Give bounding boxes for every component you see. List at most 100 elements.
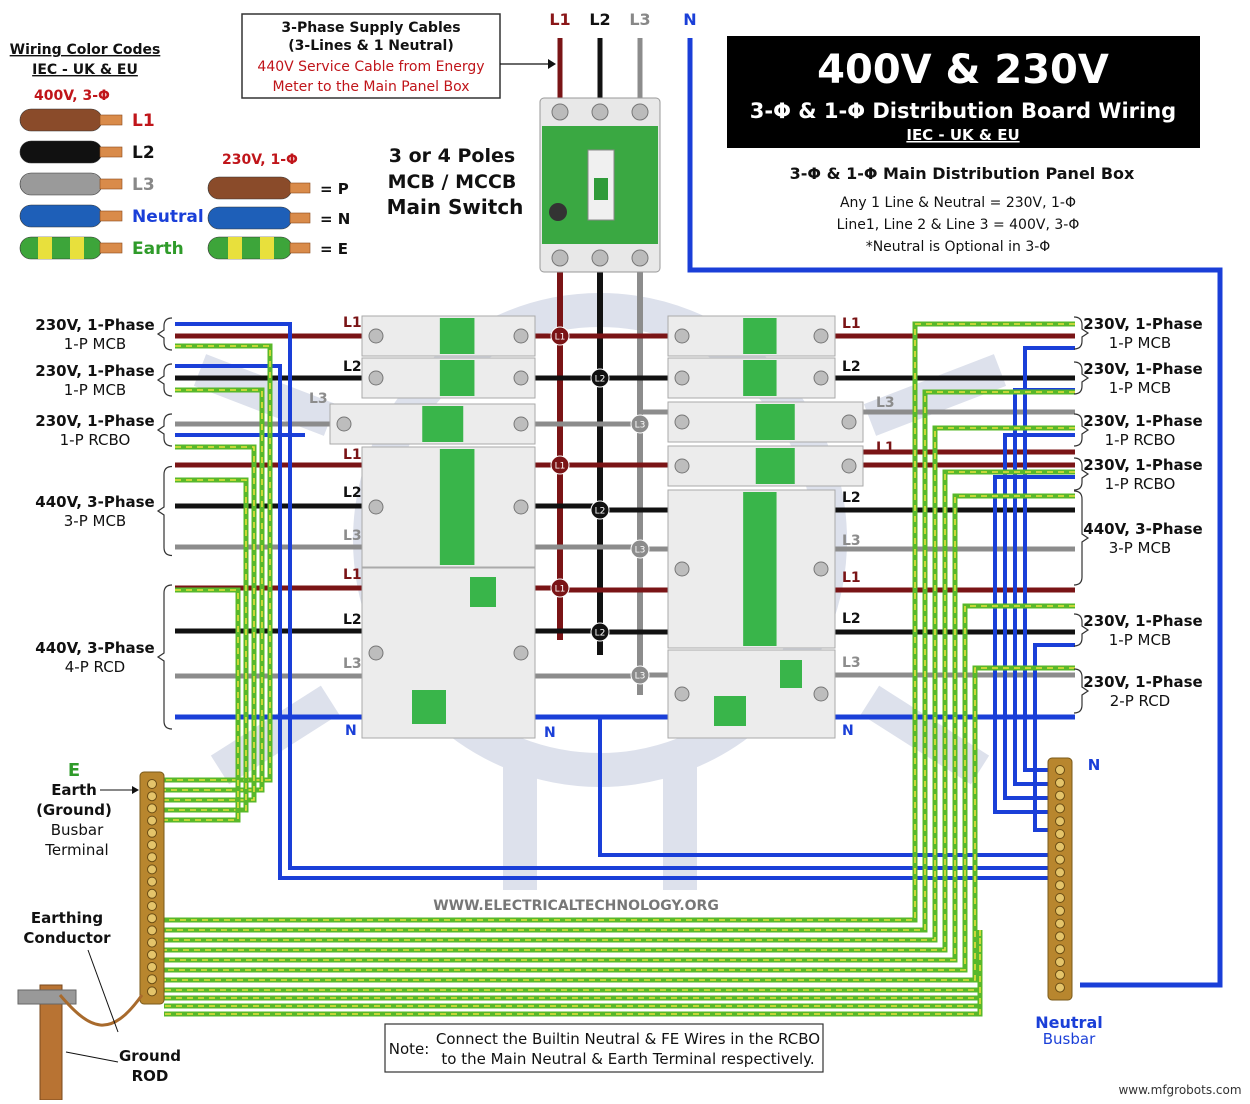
- junction-l2-7: [590, 622, 610, 642]
- right-2p-rcd[interactable]: [667, 649, 836, 739]
- legend-single-wire-label-1: = P: [320, 180, 349, 198]
- neutral-busbar-n: N: [1088, 756, 1101, 774]
- right-circuit-volt-2: 230V, 1-Phase: [1083, 360, 1202, 378]
- right-circuit-type-6: 1-P MCB: [1109, 631, 1171, 649]
- left-4p-rcd[interactable]: [361, 567, 536, 739]
- junction-l1-0: [550, 326, 570, 346]
- earth-screw-17: [147, 986, 157, 997]
- legend-wire-3: L3: [19, 172, 155, 196]
- neutral-screw-7: [1055, 854, 1065, 865]
- circuit-labels: L1L2L3L1L2L3L1L2L3NL1L2L3L1L2L3L1L2L3NN2…: [35, 315, 1202, 741]
- junction-l3-5: [630, 539, 650, 559]
- right-brace-3: [1073, 413, 1090, 447]
- right-circuit-type-1: 1-P MCB: [1109, 334, 1171, 352]
- left-3p-mcb[interactable]: [361, 446, 536, 568]
- neutral-screw-0: [1055, 765, 1065, 775]
- supply-label-l2: L2: [589, 10, 610, 29]
- right-neutral-3: [1003, 433, 1075, 800]
- right-mcb-1[interactable]: [667, 315, 836, 357]
- right-circuit-volt-6: 230V, 1-Phase: [1083, 612, 1202, 630]
- right-neutral-4: [993, 475, 1075, 814]
- junction-label-8: L3: [635, 672, 646, 682]
- right-circuit-volt-1: 230V, 1-Phase: [1083, 315, 1202, 333]
- legend-single-wire-2: = N: [207, 206, 350, 230]
- right-circuit-type-3: 1-P RCBO: [1105, 431, 1176, 449]
- junction-label-3: L1: [555, 462, 566, 472]
- junction-label-1: L2: [595, 375, 606, 385]
- right-earth-2: [164, 389, 1075, 933]
- title-main: 400V & 230V: [817, 47, 1109, 93]
- right-wire-tag-0: L1: [842, 316, 861, 332]
- left-neutral-2: [175, 364, 1048, 880]
- neutral-screw-13: [1055, 931, 1065, 942]
- note-line2: to the Main Neutral & Earth Terminal res…: [441, 1050, 814, 1068]
- earth-screw-4: [147, 827, 157, 838]
- neutral-screw-2: [1055, 790, 1065, 801]
- neutral-screw-16: [1055, 969, 1065, 980]
- earthing-conductor-line1: Earthing: [31, 909, 103, 927]
- right-wire-tag-7: L2: [842, 611, 861, 627]
- legend-wire-label-4: Neutral: [132, 207, 204, 227]
- earth-screw-6: [147, 852, 157, 863]
- ground-rod-pointer: [65, 1051, 119, 1063]
- left-circuit-volt-4: 440V, 3-Phase: [35, 493, 154, 511]
- legend-single-wire-label-3: = E: [320, 240, 348, 258]
- right-rcbo-2[interactable]: [667, 445, 864, 487]
- left-neutral-1: [175, 322, 1048, 870]
- title-std: IEC - UK & EU: [906, 126, 1019, 144]
- left-brace-3: [156, 413, 173, 447]
- left-circuit-volt-3: 230V, 1-Phase: [35, 412, 154, 430]
- right-rcbo-1[interactable]: [667, 401, 864, 443]
- earth-screw-16: [147, 974, 157, 985]
- junction-l1-3: [550, 455, 570, 475]
- left-circuit-type-4: 3-P MCB: [64, 512, 126, 530]
- legend-title: Wiring Color Codes: [10, 42, 161, 58]
- earth-screw-8: [147, 876, 157, 887]
- supply-neutral-cable: [687, 38, 1223, 988]
- right-mcb-2[interactable]: [667, 357, 836, 399]
- main-switch-mccb[interactable]: [539, 97, 661, 273]
- main-switch-line3: Main Switch: [387, 195, 524, 219]
- right-brace-1: [1073, 316, 1090, 350]
- neutral-busbar-line1: Neutral: [1035, 1013, 1102, 1032]
- neutral-screw-15: [1055, 957, 1065, 967]
- left-brace-5: [156, 584, 173, 730]
- right-wire-tag-3: L1: [876, 440, 895, 456]
- left-mcb-2[interactable]: [361, 357, 536, 399]
- left-earth-4-stripe: [164, 479, 247, 811]
- right-earth-7-stripe: [164, 667, 1075, 981]
- right-circuit-type-5: 3-P MCB: [1109, 539, 1171, 557]
- left-circuit-volt-2: 230V, 1-Phase: [35, 362, 154, 380]
- neutral-screw-17: [1055, 982, 1065, 993]
- earth-e-label: E: [68, 760, 80, 781]
- earth-screw-5: [147, 840, 157, 850]
- supply-label-l1: L1: [549, 10, 570, 29]
- left-wire-tag-2: L3: [309, 391, 328, 407]
- earth-label-line1: Earth: [51, 781, 97, 799]
- right-wire-tag-10: N: [544, 725, 556, 741]
- ground-rod: [17, 984, 144, 1101]
- earth-screw-0: [147, 779, 157, 789]
- right-circuit-volt-7: 230V, 1-Phase: [1083, 673, 1202, 691]
- right-wire-tag-1: L2: [842, 359, 861, 375]
- watermark-text: WWW.ELECTRICALTECHNOLOGY.ORG: [433, 898, 719, 914]
- left-earth-1-stripe: [164, 345, 271, 781]
- left-wire-tag-9: N: [345, 723, 357, 739]
- neutral-busbar-line2: Busbar: [1043, 1030, 1096, 1048]
- left-circuit-volt-5: 440V, 3-Phase: [35, 639, 154, 657]
- neutral-screw-4: [1055, 816, 1065, 827]
- right-3p-mcb[interactable]: [667, 489, 836, 649]
- left-circuit-type-1: 1-P MCB: [64, 335, 126, 353]
- left-rcbo[interactable]: [329, 403, 536, 445]
- left-earth-5: [164, 587, 241, 823]
- legend-single-phase-heading: 230V, 1-Φ: [222, 152, 298, 168]
- right-wire-tag-4: L2: [842, 490, 861, 506]
- earth-arrow-head: [132, 786, 139, 794]
- neutral-main-to-busbar: [598, 717, 1048, 857]
- right-wire-tag-2: L3: [876, 395, 895, 411]
- earth-screw-10: [147, 901, 157, 911]
- left-earth-3-stripe: [164, 446, 255, 801]
- left-wire-tag-3: L1: [343, 447, 362, 463]
- junction-label-2: L3: [635, 421, 646, 431]
- left-mcb-1[interactable]: [361, 315, 536, 357]
